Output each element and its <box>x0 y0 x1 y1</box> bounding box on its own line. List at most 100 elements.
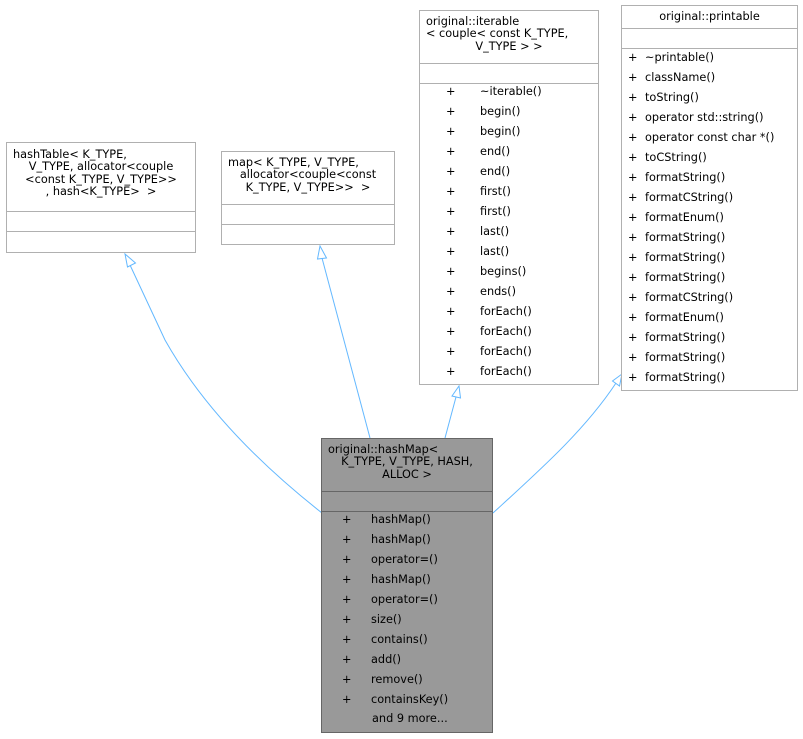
method-visibility: + <box>628 331 638 344</box>
method-link[interactable]: containsKey() <box>371 693 449 706</box>
method-visibility: + <box>342 593 352 606</box>
method-link[interactable]: formatEnum() <box>645 211 724 224</box>
method-link[interactable]: operator=() <box>371 553 438 566</box>
method-visibility: + <box>628 171 638 184</box>
method-visibility: + <box>628 291 638 304</box>
method-link[interactable]: last() <box>480 245 510 258</box>
method-link[interactable]: hashMap() <box>371 533 431 546</box>
method-visibility: + <box>446 105 456 118</box>
method-link[interactable]: hashMap() <box>371 513 431 526</box>
method-link[interactable]: first() <box>480 185 511 198</box>
method-link[interactable]: formatString() <box>645 371 726 384</box>
edge-hashtable <box>129 264 323 514</box>
method-visibility: + <box>342 613 352 626</box>
separator <box>420 63 598 64</box>
method-link[interactable]: formatString() <box>645 251 726 264</box>
class-title-map: map< K_TYPE, V_TYPE, allocator<couple<co… <box>228 156 377 194</box>
class-box-map[interactable]: map< K_TYPE, V_TYPE, allocator<couple<co… <box>221 151 395 245</box>
class-box-iterable[interactable]: original::iterable < couple< const K_TYP… <box>419 10 599 385</box>
method-link[interactable]: operator const char *() <box>645 131 775 144</box>
method-link[interactable]: formatString() <box>645 351 726 364</box>
class-box-hashmap[interactable]: original::hashMap< K_TYPE, V_TYPE, HASH,… <box>321 438 493 733</box>
separator <box>622 28 797 29</box>
method-link[interactable]: forEach() <box>480 345 532 358</box>
method-link[interactable]: className() <box>645 71 716 84</box>
method-link[interactable]: formatString() <box>645 231 726 244</box>
edge-map <box>321 257 371 439</box>
method-link[interactable]: ~printable() <box>645 51 715 64</box>
method-visibility: + <box>628 231 638 244</box>
method-link[interactable]: toCString() <box>645 151 707 164</box>
method-link[interactable]: begins() <box>480 265 527 278</box>
method-visibility: + <box>628 211 638 224</box>
method-link[interactable]: formatCString() <box>645 291 734 304</box>
class-title-hashtable: hashTable< K_TYPE, V_TYPE, allocator<cou… <box>13 148 177 198</box>
method-visibility: + <box>628 91 638 104</box>
separator <box>322 491 492 492</box>
method-visibility: + <box>446 325 456 338</box>
separator <box>420 83 598 84</box>
method-link[interactable]: end() <box>480 145 511 158</box>
method-link[interactable]: operator=() <box>371 593 438 606</box>
class-title-hashmap: original::hashMap< K_TYPE, V_TYPE, HASH,… <box>328 443 473 481</box>
edge-iterable <box>444 396 457 439</box>
method-visibility: + <box>628 191 638 204</box>
method-link[interactable]: operator std::string() <box>645 111 764 124</box>
method-visibility: + <box>628 71 638 84</box>
arrowhead-hashtable <box>124 252 137 268</box>
method-link[interactable]: formatString() <box>645 271 726 284</box>
method-link[interactable]: first() <box>480 205 511 218</box>
method-visibility: + <box>628 151 638 164</box>
separator <box>622 48 797 49</box>
class-box-hashtable[interactable]: hashTable< K_TYPE, V_TYPE, allocator<cou… <box>6 142 196 253</box>
separator <box>222 204 394 205</box>
method-link[interactable]: forEach() <box>480 305 532 318</box>
method-link[interactable]: contains() <box>371 633 428 646</box>
method-link[interactable]: forEach() <box>480 325 532 338</box>
method-visibility: + <box>446 125 456 138</box>
arrowhead-map <box>316 244 328 260</box>
class-title-printable: original::printable <box>659 10 760 23</box>
separator <box>222 224 394 225</box>
separator <box>322 511 492 512</box>
method-link[interactable]: formatEnum() <box>645 311 724 324</box>
method-visibility: + <box>628 351 638 364</box>
method-visibility: + <box>446 185 456 198</box>
method-link[interactable]: ends() <box>480 285 516 298</box>
method-link[interactable]: toString() <box>645 91 699 104</box>
method-link[interactable]: begin() <box>480 105 521 118</box>
method-link[interactable]: formatString() <box>645 331 726 344</box>
method-link[interactable]: begin() <box>480 125 521 138</box>
method-visibility: + <box>446 285 456 298</box>
method-link[interactable]: add() <box>371 653 402 666</box>
arrowhead-iterable <box>451 384 462 399</box>
more-members-link[interactable]: and 9 more... <box>372 712 448 725</box>
method-visibility: + <box>628 111 638 124</box>
method-link[interactable]: hashMap() <box>371 573 431 586</box>
class-box-printable[interactable]: original::printable + ~printable()+ classN… <box>621 5 798 391</box>
method-link[interactable]: size() <box>371 613 402 626</box>
method-link[interactable]: last() <box>480 225 510 238</box>
method-link[interactable]: formatCString() <box>645 191 734 204</box>
method-visibility: + <box>446 365 456 378</box>
method-visibility: + <box>628 251 638 264</box>
method-visibility: + <box>446 345 456 358</box>
method-link[interactable]: ~iterable() <box>480 85 542 98</box>
method-visibility: + <box>342 673 352 686</box>
method-visibility: + <box>342 693 352 706</box>
method-visibility: + <box>446 145 456 158</box>
method-link[interactable]: end() <box>480 165 511 178</box>
method-visibility: + <box>628 311 638 324</box>
method-visibility: + <box>446 205 456 218</box>
method-visibility: + <box>446 225 456 238</box>
method-visibility: + <box>446 305 456 318</box>
method-link[interactable]: forEach() <box>480 365 532 378</box>
method-link[interactable]: remove() <box>371 673 423 686</box>
method-visibility: + <box>628 271 638 284</box>
method-visibility: + <box>628 371 638 384</box>
method-link[interactable]: formatString() <box>645 171 726 184</box>
method-visibility: + <box>342 553 352 566</box>
class-title-iterable: original::iterable < couple< const K_TYP… <box>426 15 569 53</box>
method-visibility: + <box>342 513 352 526</box>
